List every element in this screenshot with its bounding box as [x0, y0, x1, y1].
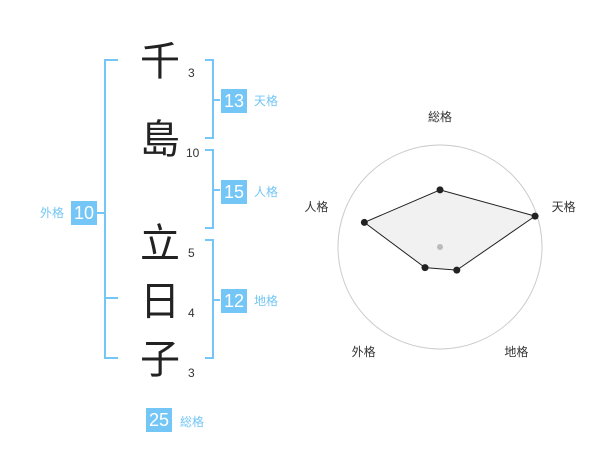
tenkaku-badge: 13 [221, 89, 248, 113]
gaikaku-label: 外格 [40, 206, 65, 220]
name-char-1: 千 [140, 39, 180, 85]
radar-axis-label-0: 総格 [428, 109, 452, 124]
radar-point-3 [421, 264, 429, 272]
soukaku-label: 総格 [180, 415, 205, 429]
radar-point-4 [360, 218, 368, 226]
radar-axis-label-2: 地格 [504, 344, 528, 359]
radar-center [437, 244, 443, 250]
name-char-5: 子 [140, 337, 180, 383]
stroke-count-5: 3 [188, 366, 195, 380]
jinkaku-label: 人格 [254, 185, 279, 199]
name-char-3: 立 [140, 221, 180, 267]
stroke-count-2: 10 [186, 146, 200, 160]
radar-point-2 [453, 266, 461, 274]
name-char-2: 島 [140, 117, 180, 163]
chikaku-badge: 12 [221, 289, 248, 313]
soukaku-badge: 25 [146, 408, 173, 432]
name-char-4: 日 [140, 279, 180, 325]
stroke-count-3: 5 [188, 246, 195, 260]
stroke-count-1: 3 [188, 66, 195, 80]
radar-axis-label-1: 天格 [552, 199, 576, 214]
jinkaku-badge: 15 [221, 180, 248, 204]
radar-axis-label-4: 人格 [304, 199, 328, 214]
radar-point-1 [531, 212, 539, 220]
chikaku-label: 地格 [254, 294, 279, 308]
outer-bracket [104, 59, 118, 359]
tenkaku-label: 天格 [254, 94, 279, 108]
stroke-count-4: 4 [188, 306, 195, 320]
radar-area [363, 189, 537, 271]
radar-point-0 [436, 186, 444, 194]
gaikaku-badge: 10 [71, 201, 98, 225]
radar-axis-label-3: 外格 [352, 344, 376, 359]
